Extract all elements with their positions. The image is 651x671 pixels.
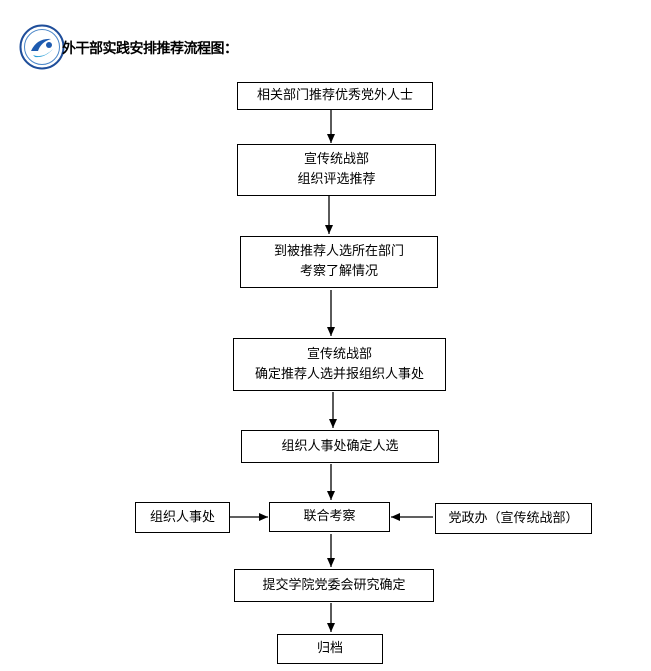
step-investigate-line1: 到被推荐人选所在部门 [273, 244, 404, 259]
step-recommend-box: 相关部门推荐优秀党外人士 [237, 82, 433, 110]
college-logo-icon [19, 24, 65, 70]
side-party-office-label: 党政办（宣传统战部） [448, 510, 579, 526]
side-hr-office-label: 组织人事处 [149, 509, 215, 525]
page-title: 外干部实践安排推荐流程图： [62, 41, 238, 57]
step-submit-committee-label: 提交学院党委会研究确定 [262, 577, 406, 593]
step-confirm-report-box: 宣传统战部 确定推荐人选并报组织人事处 [233, 338, 446, 391]
step-investigate-box: 到被推荐人选所在部门 考察了解情况 [240, 236, 438, 288]
step-hr-confirm-box: 组织人事处确定人选 [241, 430, 439, 463]
step-joint-inspection-label: 联合考察 [303, 509, 356, 524]
step-confirm-report-line2: 确定推荐人选并报组织人事处 [254, 366, 424, 382]
step-evaluate-line1: 宣传统战部 [303, 152, 369, 167]
step-hr-confirm-label: 组织人事处确定人选 [281, 438, 399, 454]
step-submit-committee-box: 提交学院党委会研究确定 [234, 569, 434, 602]
step-archive-box: 归档 [277, 634, 383, 664]
step-recommend-label: 相关部门推荐优秀党外人士 [256, 88, 413, 103]
step-evaluate-line2: 组织评选推荐 [297, 172, 376, 187]
side-party-office-box: 党政办（宣传统战部） [435, 503, 592, 534]
step-joint-inspection-box: 联合考察 [269, 502, 390, 532]
step-confirm-report-line1: 宣传统战部 [306, 346, 372, 362]
step-investigate-line2: 考察了解情况 [299, 264, 378, 279]
side-hr-office-box: 组织人事处 [135, 502, 230, 533]
step-archive-label: 归档 [316, 641, 343, 656]
step-evaluate-box: 宣传统战部 组织评选推荐 [237, 144, 436, 196]
